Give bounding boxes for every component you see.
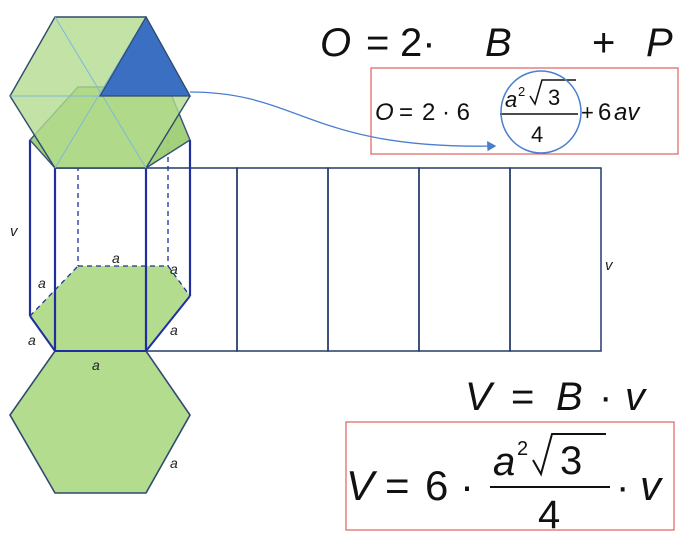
- svg-text:2: 2: [517, 438, 528, 460]
- svg-text:V: V: [465, 375, 495, 419]
- svg-text:2: 2: [518, 84, 525, 99]
- svg-text:P: P: [646, 21, 673, 65]
- svg-text:B: B: [556, 375, 583, 419]
- svg-text:=: =: [399, 99, 413, 126]
- label-a-left-lower: a: [28, 332, 36, 348]
- svg-text:2·: 2·: [400, 21, 436, 65]
- net-face-4: [327, 167, 420, 352]
- svg-text:=: =: [385, 462, 410, 509]
- formula-volume-expanded: V = 6 · a 2 3 4 · v: [346, 433, 664, 535]
- svg-text:=: =: [366, 21, 389, 65]
- svg-text:av: av: [614, 99, 641, 126]
- svg-text:+: +: [581, 100, 594, 125]
- label-a-left-upper: a: [38, 275, 46, 291]
- net-face-6: [509, 167, 602, 352]
- label-a-bottom-hexagon: a: [170, 455, 178, 471]
- prism-vertical-edges: [28, 140, 192, 351]
- label-v-prism: v: [10, 223, 19, 240]
- svg-text:a: a: [505, 87, 517, 112]
- net-face-5: [418, 167, 511, 352]
- svg-text:3: 3: [560, 439, 582, 483]
- svg-text:4: 4: [538, 493, 560, 535]
- svg-text:O: O: [320, 21, 351, 65]
- svg-text:v: v: [640, 462, 664, 509]
- svg-text:=: =: [511, 375, 534, 419]
- pointer-arrow: [189, 91, 497, 152]
- svg-text:V: V: [346, 462, 378, 509]
- label-a-right-upper: a: [170, 261, 178, 277]
- prism-base-hexagon: [30, 266, 190, 351]
- formula-surface-box: [370, 67, 679, 155]
- formula-volume-box: [345, 421, 675, 531]
- svg-text:4: 4: [531, 122, 543, 147]
- bottom-hexagon: [9, 350, 191, 494]
- label-v-net: v: [605, 257, 614, 274]
- label-a-base: a: [92, 357, 100, 373]
- svg-text:v: v: [625, 375, 647, 419]
- formula-surface-expanded: O = 2 · 6 a 2 3 4 + 6 av: [375, 79, 641, 147]
- svg-text:·: ·: [599, 375, 612, 419]
- net-face-3: [236, 167, 329, 352]
- prism-base-edges: [29, 295, 191, 352]
- svg-text:·: ·: [616, 465, 629, 509]
- label-a-top-edge: a: [112, 250, 120, 266]
- svg-text:B: B: [485, 21, 512, 65]
- highlight-circle: [500, 70, 582, 154]
- label-a-right-lower: a: [170, 322, 178, 338]
- prism-hidden-edges: [29, 112, 191, 317]
- formula-surface-general: O = 2· B + P: [320, 21, 673, 65]
- highlight-triangle: [98, 15, 192, 97]
- svg-text:6 ·: 6 ·: [425, 462, 474, 509]
- svg-text:O: O: [375, 99, 394, 126]
- svg-text:a: a: [493, 440, 515, 484]
- formula-volume-general: V = B · v: [465, 375, 647, 419]
- svg-text:3: 3: [548, 85, 560, 110]
- svg-text:+: +: [592, 21, 615, 65]
- svg-text:6: 6: [598, 99, 611, 126]
- svg-text:2 · 6: 2 · 6: [422, 99, 470, 126]
